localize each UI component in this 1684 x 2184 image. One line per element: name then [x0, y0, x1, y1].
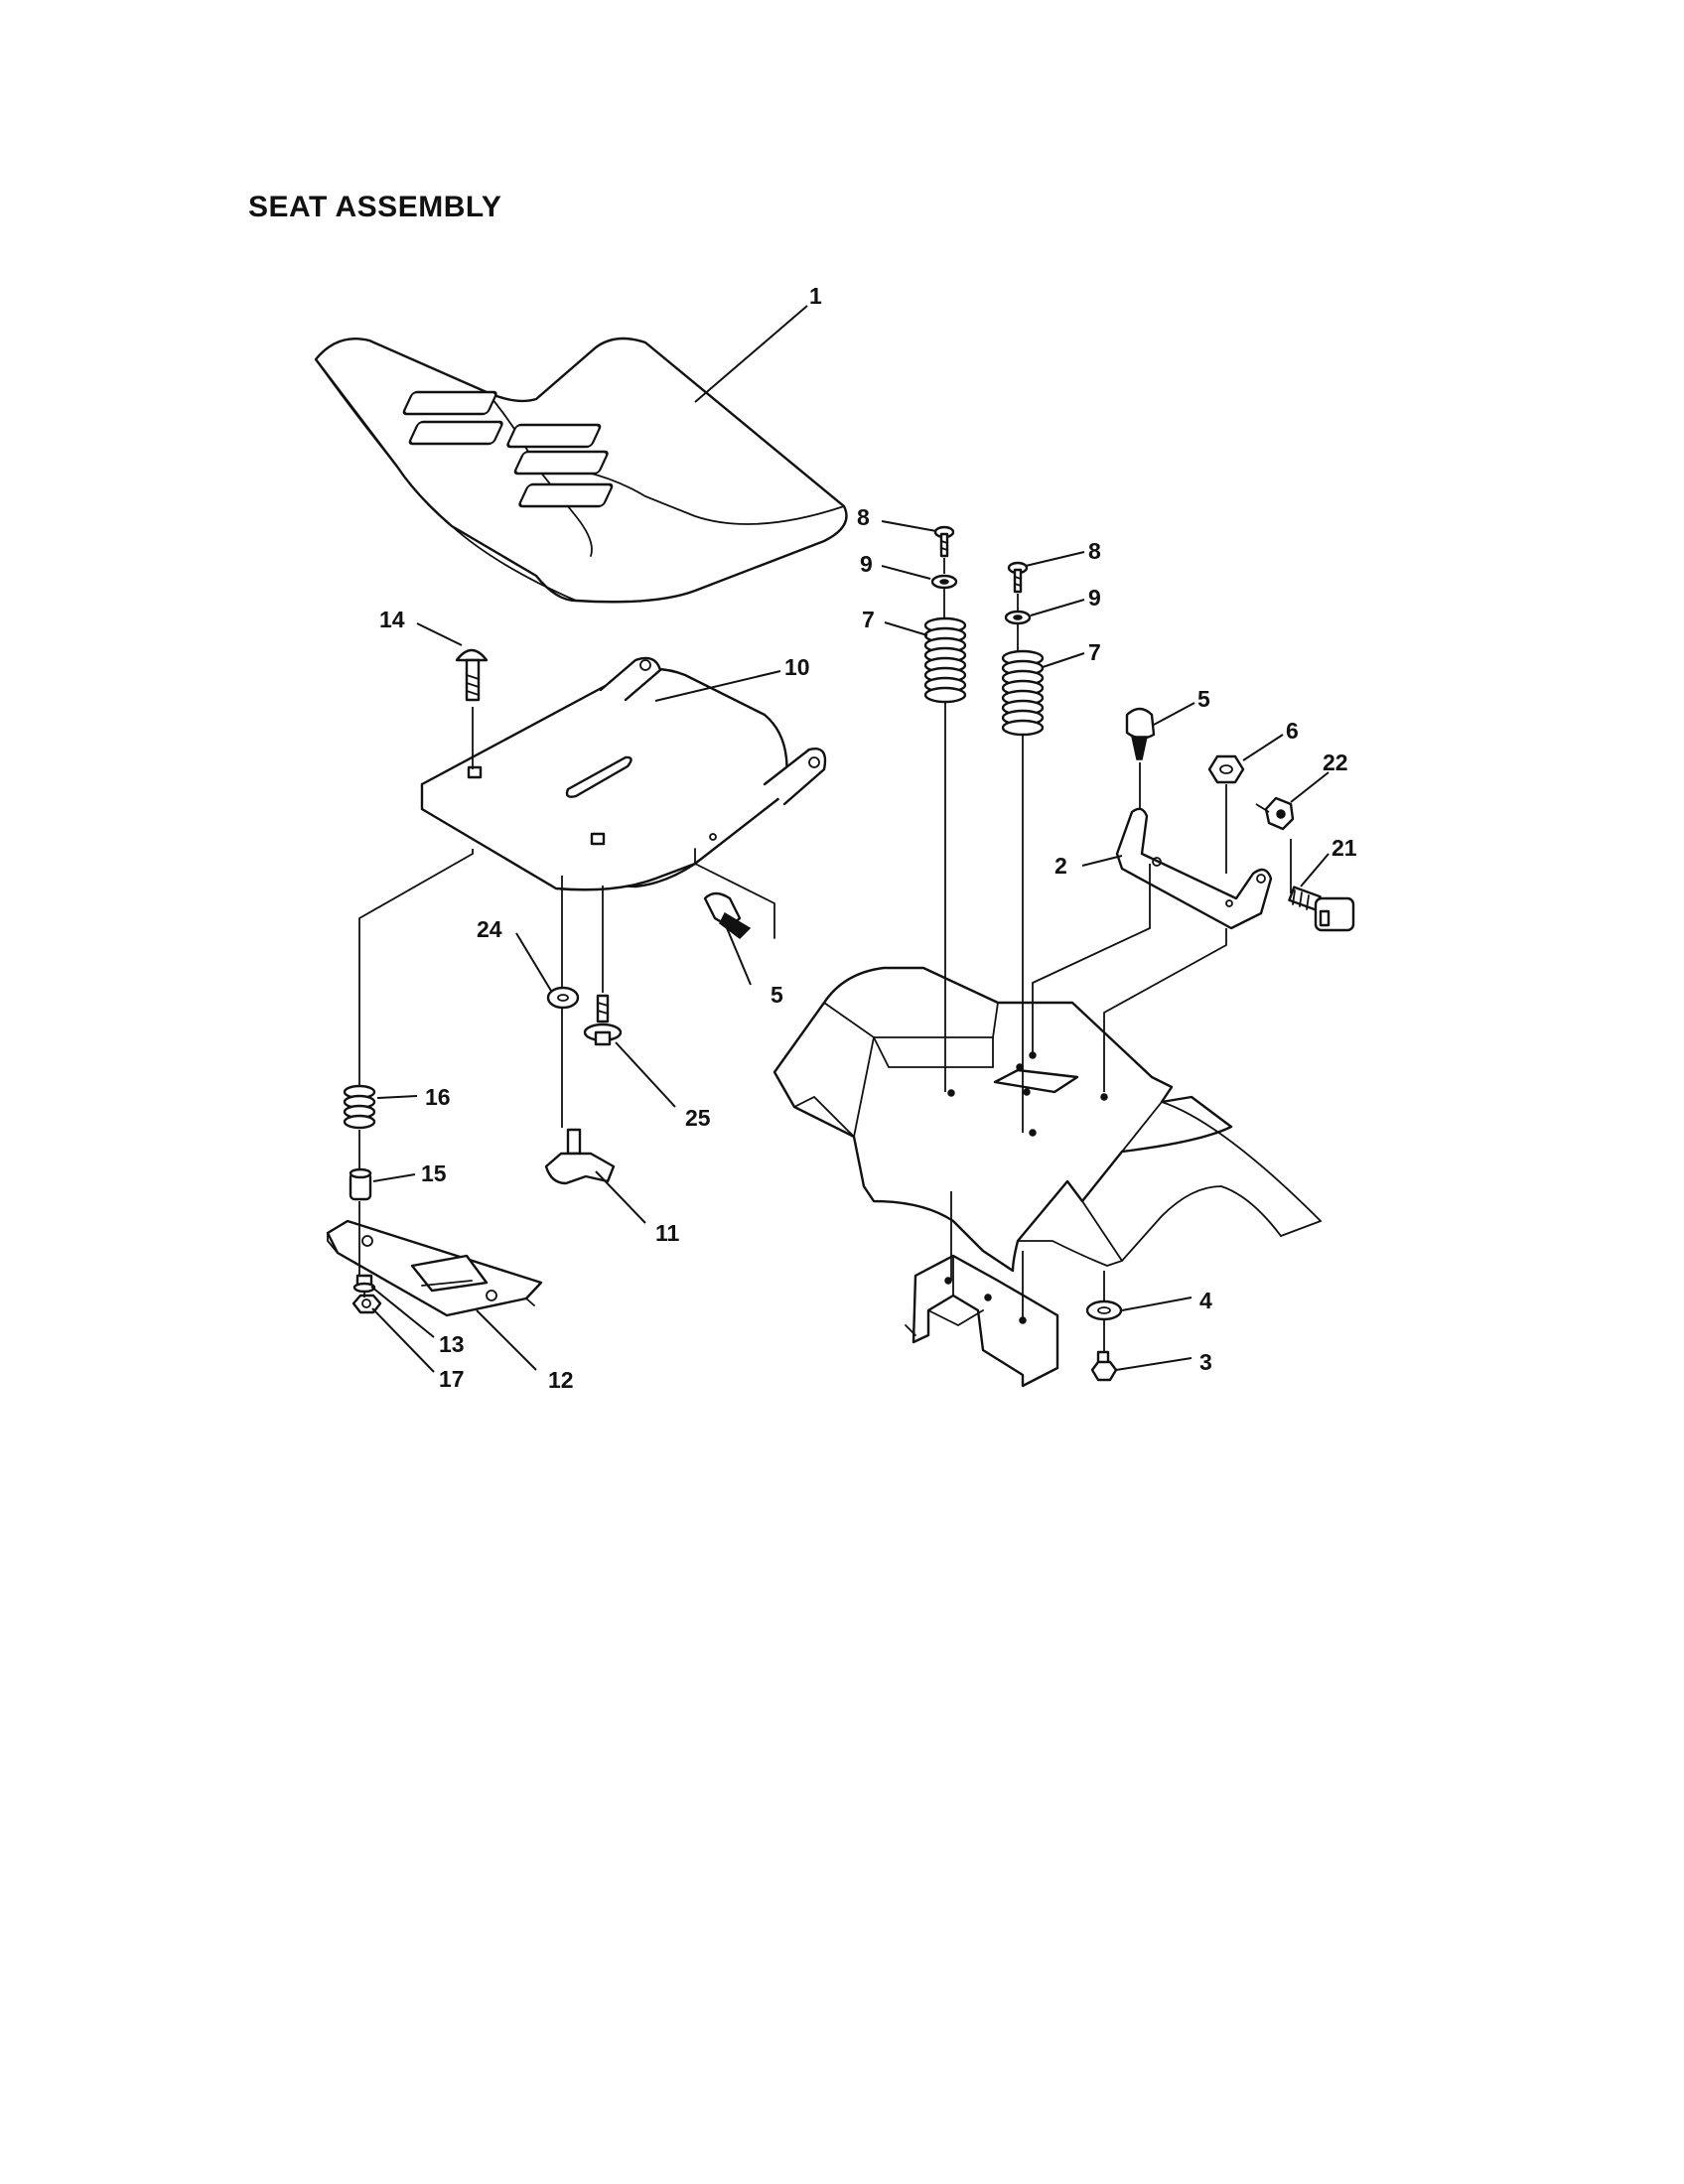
callout-2: 2 — [1054, 853, 1067, 879]
callout-12: 12 — [548, 1367, 574, 1393]
callout-25: 25 — [685, 1105, 711, 1131]
callout-8-left: 8 — [857, 504, 870, 530]
callout-15: 15 — [421, 1160, 447, 1186]
callout-3: 3 — [1199, 1349, 1212, 1375]
spring-7-right — [1001, 649, 1045, 737]
callout-17: 17 — [439, 1366, 465, 1392]
seat-pan — [420, 656, 827, 939]
lower-support-bracket — [905, 1254, 1059, 1388]
carriage-bolt — [455, 648, 489, 702]
hex-nut-6 — [1207, 754, 1245, 784]
callout-7-left: 7 — [862, 607, 875, 632]
callout-11: 11 — [655, 1220, 680, 1246]
slide-plate — [326, 1219, 543, 1317]
knob-21 — [1288, 886, 1355, 932]
washer-9-right — [1004, 610, 1032, 625]
leader-lines — [370, 305, 1330, 1373]
page-title: SEAT ASSEMBLY — [248, 191, 502, 223]
callout-6: 6 — [1286, 718, 1299, 744]
callout-4: 4 — [1199, 1288, 1212, 1313]
spring-7-left — [923, 616, 967, 704]
callout-22: 22 — [1323, 750, 1348, 775]
wire-clip-right — [1125, 707, 1156, 760]
fender-seat-support — [772, 966, 1323, 1273]
callout-1: 1 — [809, 283, 822, 309]
callout-5-right: 5 — [1197, 686, 1210, 712]
callout-9-left: 9 — [860, 551, 873, 577]
callout-14: 14 — [379, 607, 405, 632]
callout-21: 21 — [1332, 835, 1357, 861]
washer-4 — [1085, 1299, 1123, 1321]
spacer-15 — [349, 1167, 372, 1201]
hex-bolt-3 — [1090, 1350, 1118, 1382]
seat-cushion — [314, 337, 848, 604]
callout-13: 13 — [439, 1331, 465, 1357]
bolt-8-left — [933, 525, 955, 558]
callout-labels: 1 8 9 7 8 9 7 14 10 5 6 22 21 2 24 5 16 … — [379, 283, 1357, 1393]
nut-22 — [1264, 796, 1295, 831]
bracket-2 — [1115, 807, 1273, 930]
nut-17 — [351, 1294, 382, 1314]
callout-9-right: 9 — [1088, 585, 1101, 611]
washer-9-left — [930, 574, 958, 590]
nut-13 — [352, 1274, 376, 1294]
assembly-axis-lines — [358, 558, 1292, 1352]
callout-10: 10 — [784, 654, 810, 680]
wing-knob — [544, 1128, 616, 1185]
washer-24 — [546, 986, 580, 1010]
callout-5-left: 5 — [771, 982, 783, 1008]
callout-8-right: 8 — [1088, 538, 1101, 564]
callout-7-right: 7 — [1088, 639, 1101, 665]
shoulder-bolt — [583, 994, 623, 1046]
callout-16: 16 — [425, 1084, 451, 1110]
callout-24: 24 — [477, 916, 502, 942]
wire-clip-left — [703, 891, 752, 939]
spring-16 — [343, 1084, 376, 1130]
bolt-8-right — [1007, 561, 1029, 594]
